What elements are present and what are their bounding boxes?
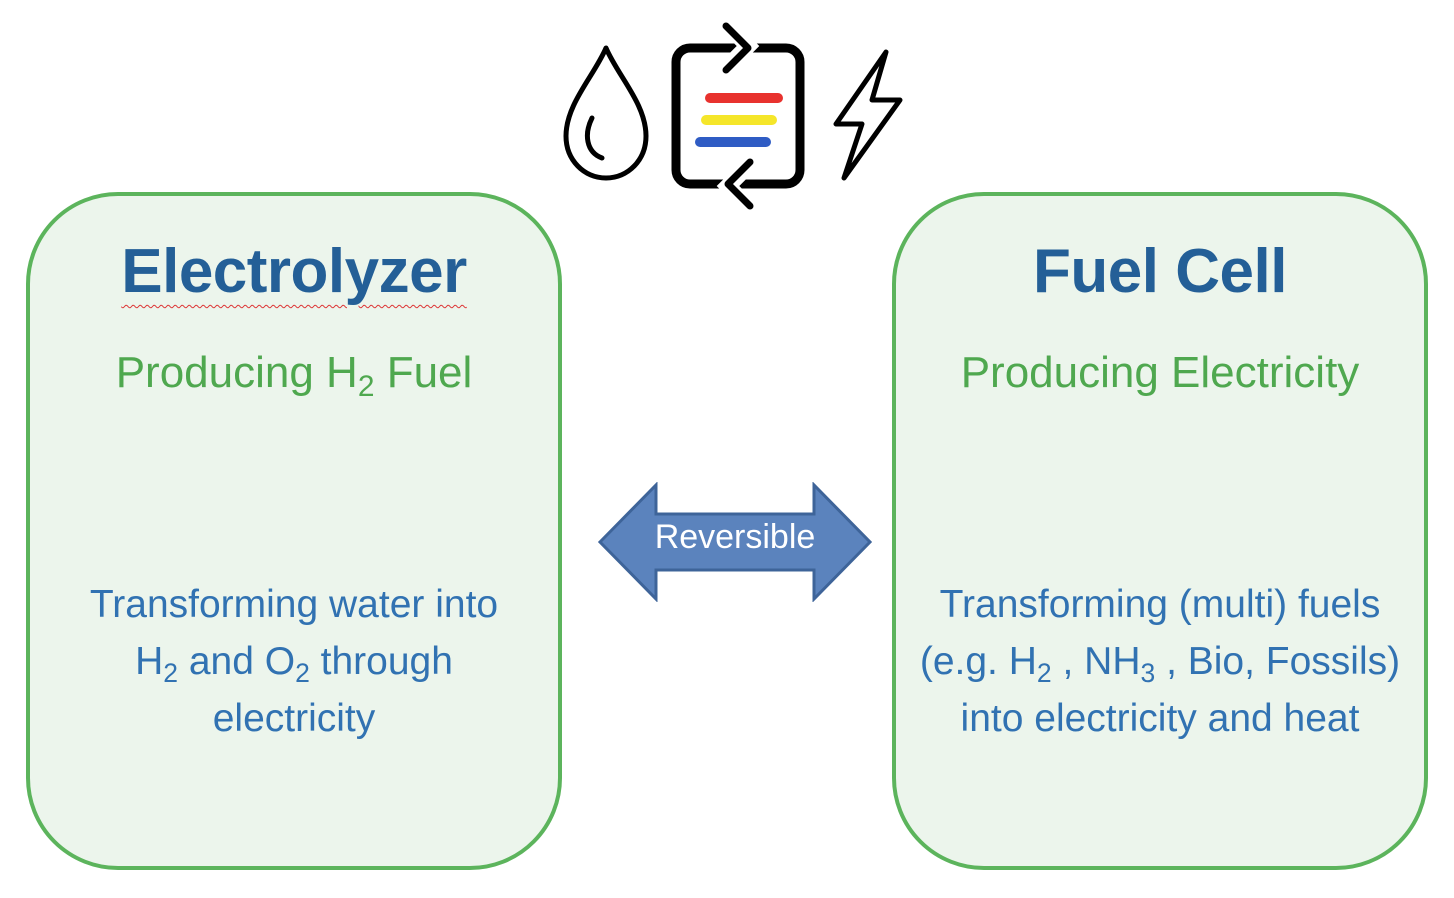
double-arrow-icon — [598, 482, 872, 602]
electrolyzer-title: Electrolyzer — [121, 237, 467, 306]
electrolyzer-box: Electrolyzer Producing H2 Fuel Transform… — [26, 192, 562, 870]
fuel-cell-title: Fuel Cell — [1033, 237, 1287, 306]
reversible-cell-icon — [668, 18, 808, 214]
electrolyzer-description: Transforming water into H2 and O2 throug… — [89, 583, 499, 740]
electrolyzer-subtitle: Producing H2 Fuel — [115, 348, 473, 403]
fuel-cell-box: Fuel Cell Producing Electricity Transfor… — [892, 192, 1428, 870]
lightning-bolt-icon — [826, 46, 908, 184]
reversible-label: Reversible — [654, 518, 816, 556]
water-drop-icon — [560, 42, 652, 182]
fuel-cell-description: Transforming (multi) fuels (e.g. H2 , NH… — [919, 583, 1401, 740]
fuel-cell-subtitle: Producing Electricity — [960, 348, 1360, 397]
